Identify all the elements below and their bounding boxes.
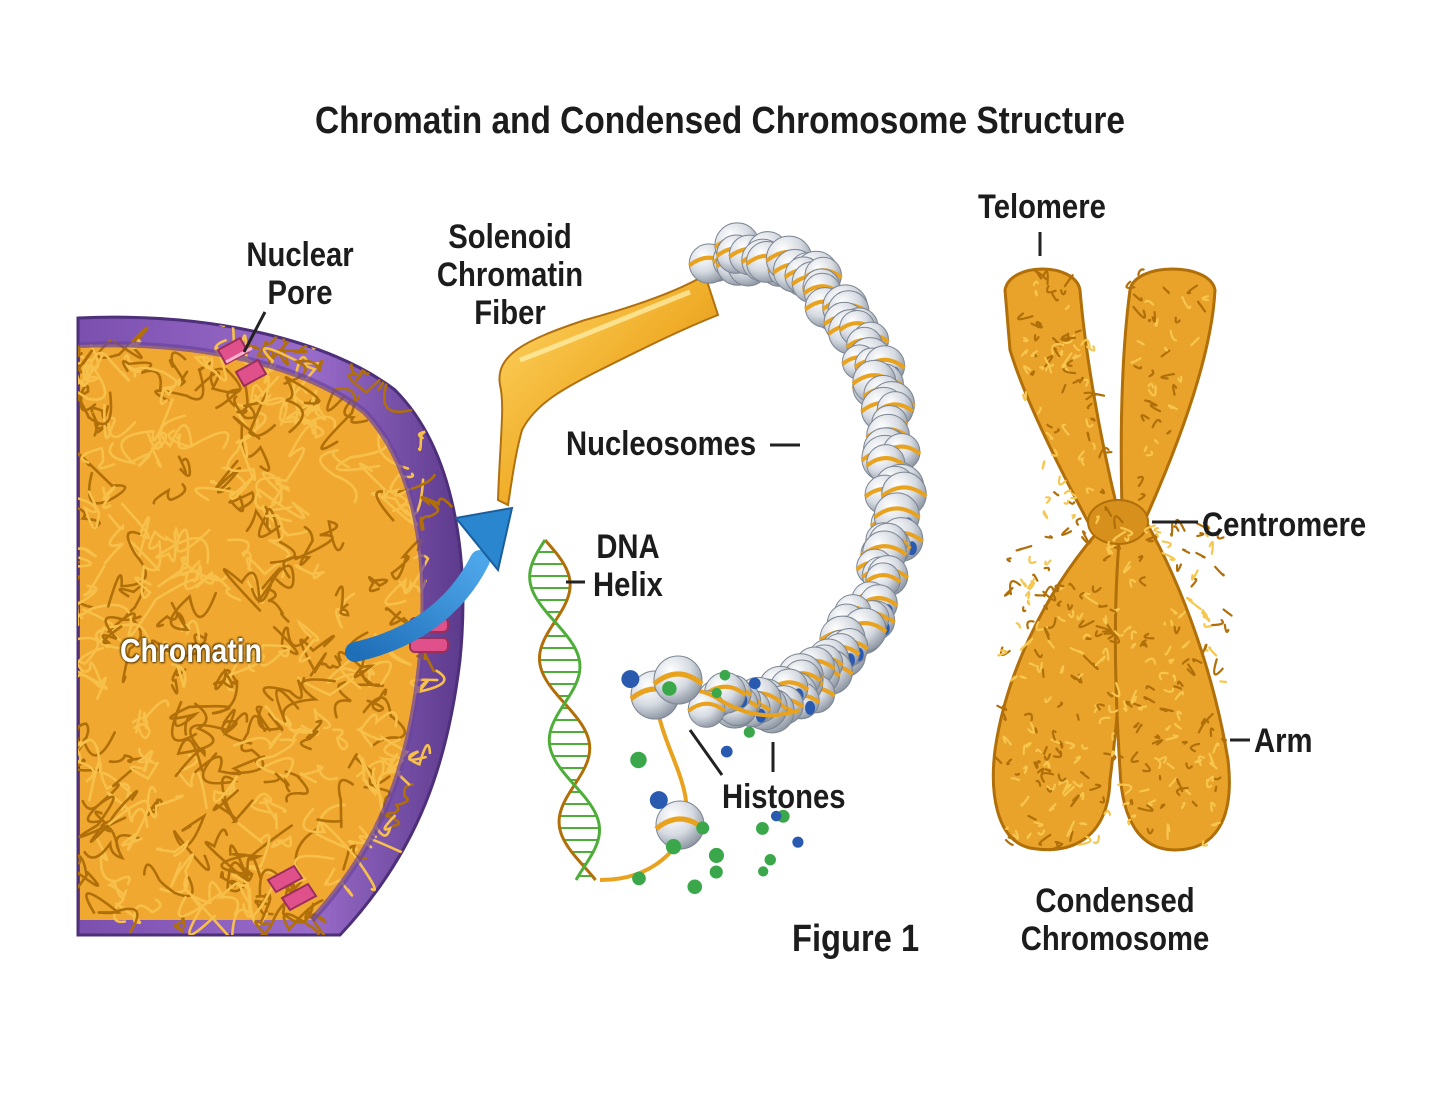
leader-lines bbox=[566, 232, 1250, 776]
figure-title: Chromatin and Condensed Chromosome Struc… bbox=[314, 100, 1126, 142]
nuclear-pore-bottom bbox=[266, 864, 318, 912]
nuclear-pore-top bbox=[216, 336, 268, 388]
label-dna-helix: DNA Helix bbox=[585, 528, 671, 604]
dna-helix bbox=[528, 539, 601, 881]
histone-linker bbox=[599, 655, 804, 895]
chromosome-texture bbox=[993, 268, 1233, 852]
label-solenoid-chromatin-fiber: Solenoid Chromatin Fiber bbox=[424, 218, 596, 332]
label-arm: Arm bbox=[1254, 722, 1313, 760]
nuclear-pore-leader bbox=[242, 311, 267, 353]
label-dna-helix-line-2: Helix bbox=[593, 566, 663, 604]
label-solenoid-line-3: Fiber bbox=[474, 294, 546, 332]
condensed-chromosome bbox=[991, 267, 1233, 852]
label-solenoid-line-1: Solenoid bbox=[448, 218, 572, 256]
label-solenoid-line-2: Chromatin bbox=[436, 256, 584, 294]
label-figure-number: Figure 1 bbox=[792, 918, 920, 960]
label-histones: Histones bbox=[722, 778, 846, 816]
blue-arrow bbox=[345, 506, 514, 662]
histones-leader-a bbox=[688, 729, 724, 776]
label-chromatin: Chromatin bbox=[120, 632, 262, 669]
label-centromere: Centromere bbox=[1202, 506, 1367, 544]
label-condensed-line-2: Chromosome bbox=[1020, 920, 1210, 958]
nucleosome-coil bbox=[687, 222, 928, 734]
chromatid-arm-lower-right bbox=[1113, 507, 1231, 852]
label-telomere: Telomere bbox=[978, 188, 1106, 226]
label-nucleosomes: Nucleosomes bbox=[566, 425, 757, 463]
chromatid-arm-upper-left bbox=[1003, 267, 1122, 538]
label-nuclear-pore: Nuclear Pore bbox=[231, 236, 369, 312]
nucleoplasm bbox=[80, 344, 424, 920]
label-nuclear-pore-line-2: Pore bbox=[267, 274, 333, 312]
label-dna-helix-line-1: DNA bbox=[596, 528, 660, 566]
label-nuclear-pore-line-1: Nuclear bbox=[246, 236, 354, 274]
chromatid-arm-upper-right bbox=[1119, 267, 1217, 522]
chromatin-tangle bbox=[78, 317, 453, 935]
label-condensed-line-1: Condensed bbox=[1035, 882, 1195, 920]
label-condensed-chromosome: Condensed Chromosome bbox=[1016, 882, 1214, 958]
